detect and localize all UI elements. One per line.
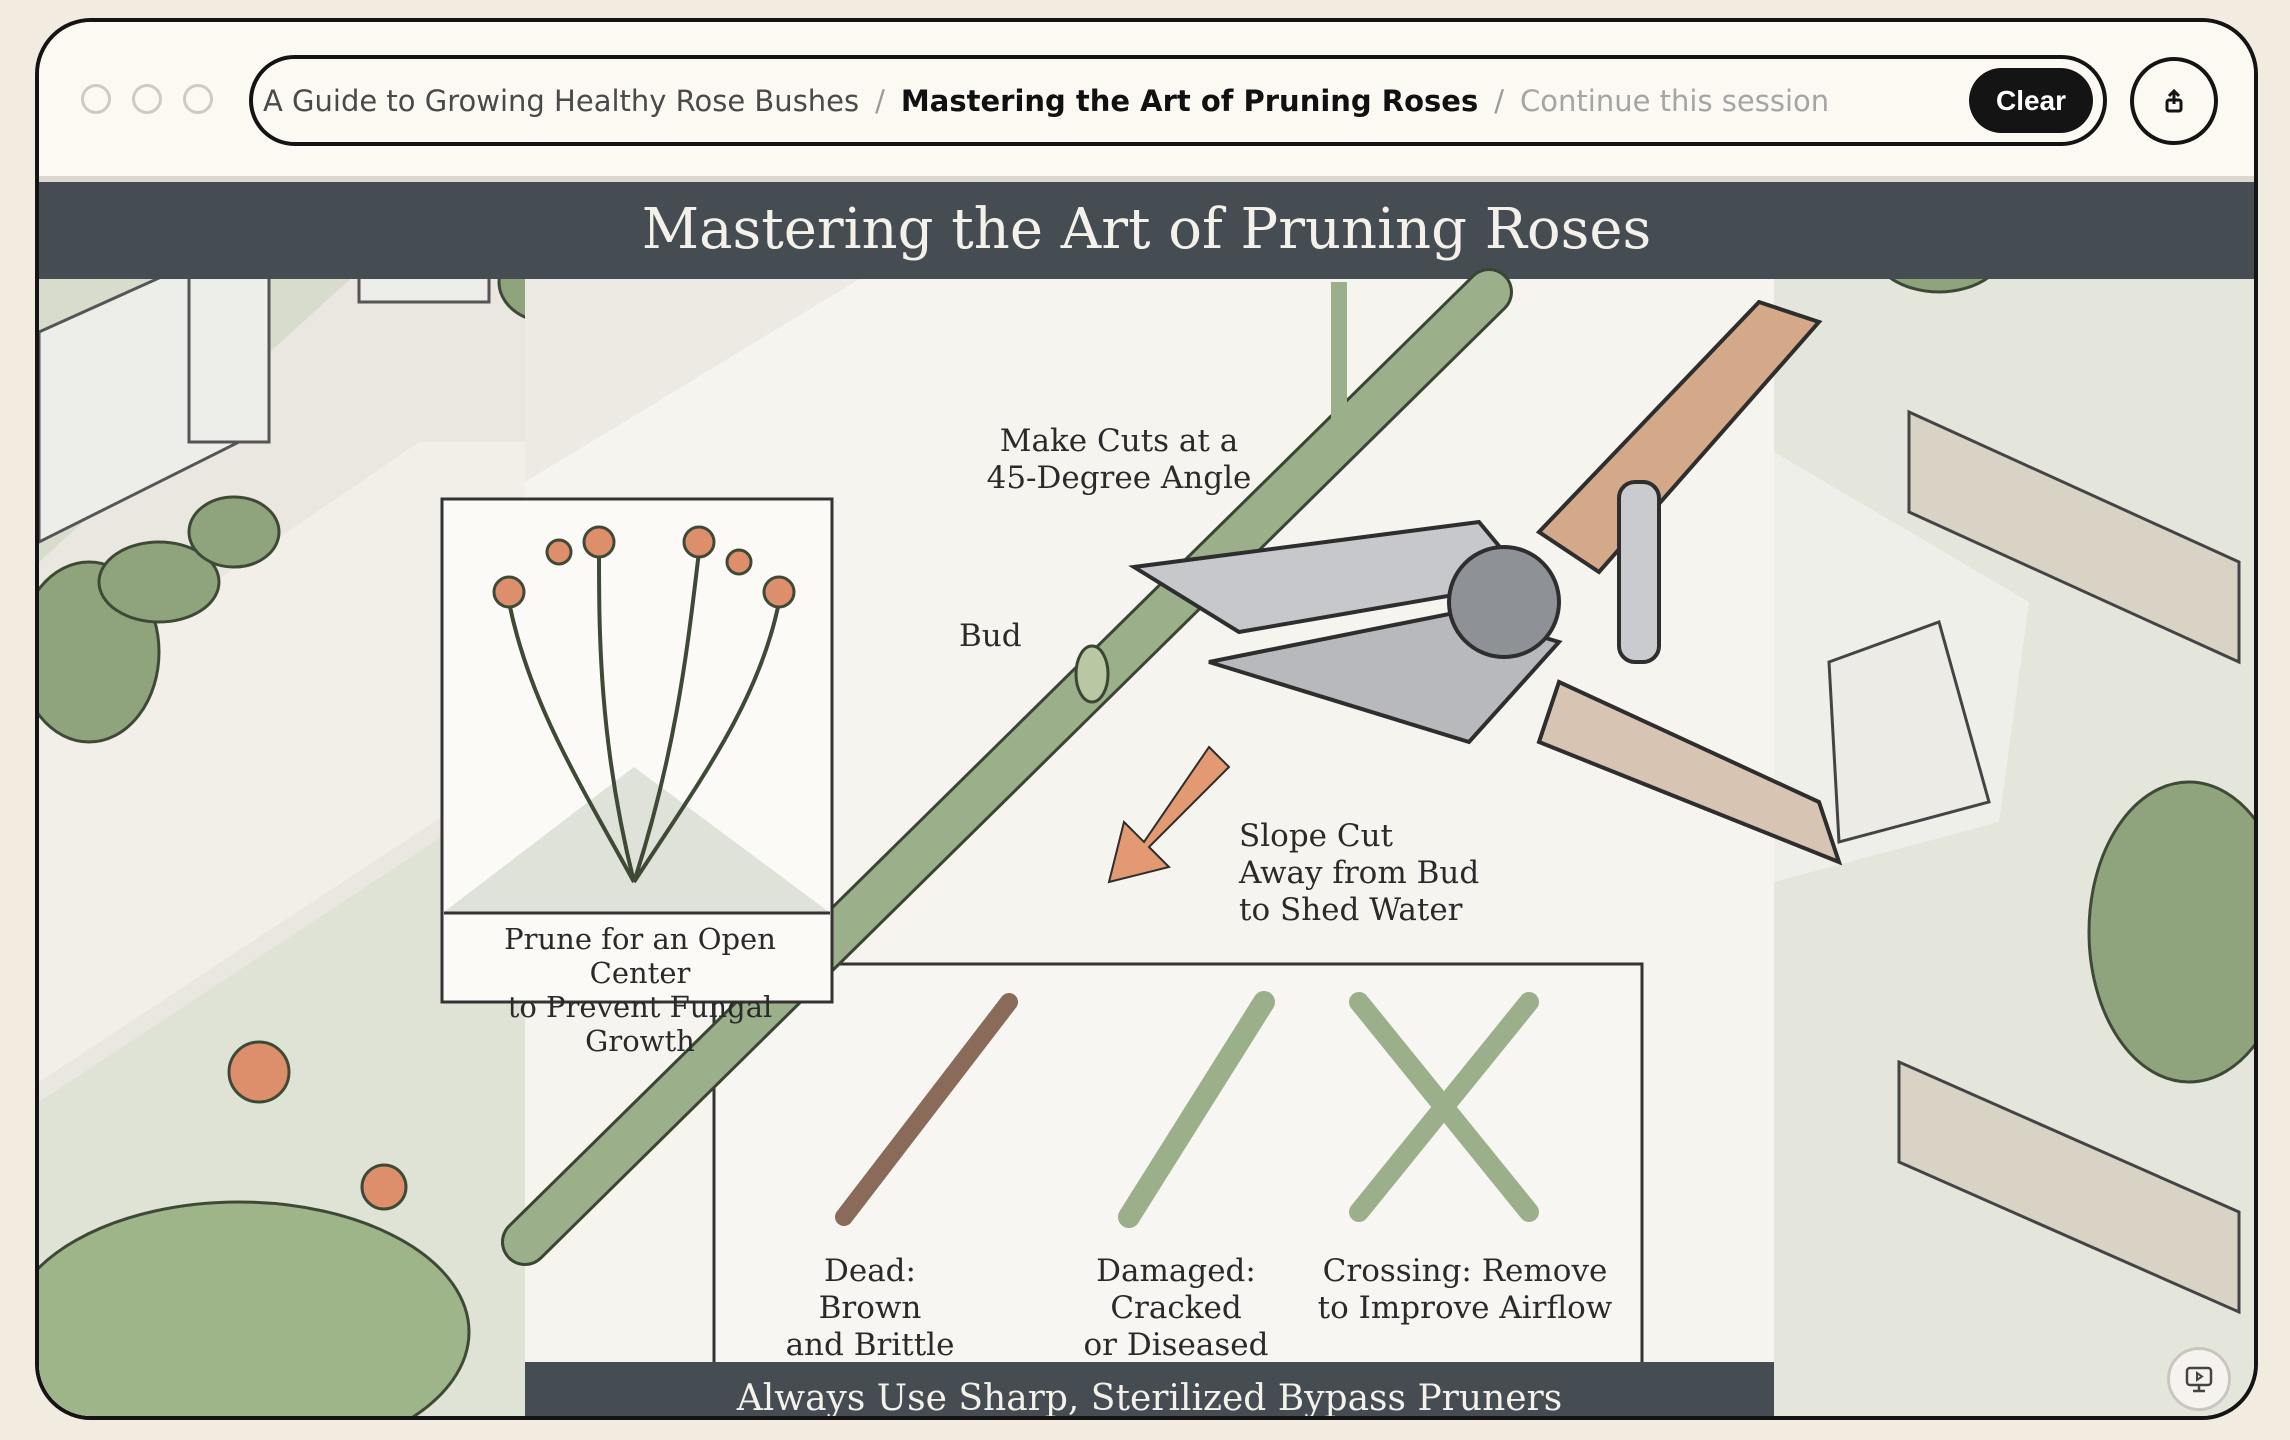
breadcrumb-current[interactable]: Mastering the Art of Pruning Roses: [900, 83, 1479, 118]
breadcrumb-separator: /: [1494, 83, 1505, 118]
rose-bush-corner: [39, 1040, 471, 1416]
label-line: 45-Degree Angle: [986, 460, 1252, 496]
share-button[interactable]: [2130, 57, 2218, 145]
window-dot-minimize[interactable]: [132, 84, 162, 114]
breadcrumb-item[interactable]: A Guide to Growing Healthy Rose Bushes: [263, 83, 860, 118]
bypass-pruners: [1128, 299, 1843, 866]
label-line: to Improve Airflow: [1317, 1290, 1613, 1326]
presentation-icon: [2185, 1366, 2213, 1393]
presentation-button[interactable]: [2167, 1347, 2231, 1411]
share-icon: [2165, 88, 2183, 113]
label-line: and Brittle: [785, 1327, 955, 1363]
bud: [1074, 644, 1110, 704]
slope-arrow: [1107, 745, 1231, 884]
label-line: Dead: Brown: [818, 1253, 922, 1326]
clear-button[interactable]: Clear: [1969, 68, 2093, 133]
window-dot-close[interactable]: [81, 84, 111, 114]
breadcrumb-input-bar[interactable]: A Guide to Growing Healthy Rose Bushes /…: [249, 55, 2107, 146]
label-line: or Diseased: [1083, 1327, 1269, 1363]
bud-label: Bud: [959, 618, 1022, 654]
rose-stem: [504, 271, 1510, 1263]
breadcrumb-separator: /: [875, 83, 885, 118]
example-dead: Dead: Brown and Brittle: [770, 1253, 970, 1364]
slope-label: Slope Cut Away from Bud to Shed Water: [1239, 818, 1479, 929]
label-line: Away from Bud: [1239, 855, 1480, 891]
slide-image: Mastering the Art of Pruning Roses Prune…: [39, 182, 2254, 1419]
angle-label: Make Cuts at a 45-Degree Angle: [969, 423, 1269, 497]
open-center-bush: [492, 525, 796, 884]
top-bar: A Guide to Growing Healthy Rose Bushes /…: [39, 22, 2254, 182]
caption-line: to Prevent Fungal Growth: [507, 990, 773, 1058]
crossing-stems: [1349, 992, 1539, 1222]
caption-line: Prune for an Open Center: [504, 922, 776, 990]
slide-title: Mastering the Art of Pruning Roses: [641, 196, 1652, 262]
label-line: Slope Cut: [1239, 818, 1394, 854]
example-damaged: Damaged: Cracked or Diseased: [1026, 1253, 1326, 1364]
slide-footer: Always Use Sharp, Sterilized Bypass Prun…: [736, 1378, 1563, 1419]
inset-caption: Prune for an Open Center to Prevent Fung…: [452, 922, 828, 1058]
label-line: Make Cuts at a: [999, 423, 1239, 459]
dead-stem: [835, 993, 1018, 1226]
session-input[interactable]: Continue this session: [1520, 83, 1830, 118]
example-crossing: Crossing: Remove to Improve Airflow: [1305, 1253, 1625, 1327]
damaged-stem: [1118, 991, 1275, 1228]
title-banner: [39, 182, 2254, 279]
pruning-illustration: [39, 182, 2254, 1416]
label-line: Crossing: Remove: [1322, 1253, 1608, 1289]
label-line: to Shed Water: [1239, 892, 1463, 928]
app-window: A Guide to Growing Healthy Rose Bushes /…: [35, 18, 2258, 1420]
benches: [1827, 409, 2241, 1315]
footer-banner: [525, 1362, 1774, 1416]
label-line: Damaged: Cracked: [1096, 1253, 1256, 1326]
window-dot-maximize[interactable]: [183, 84, 213, 114]
